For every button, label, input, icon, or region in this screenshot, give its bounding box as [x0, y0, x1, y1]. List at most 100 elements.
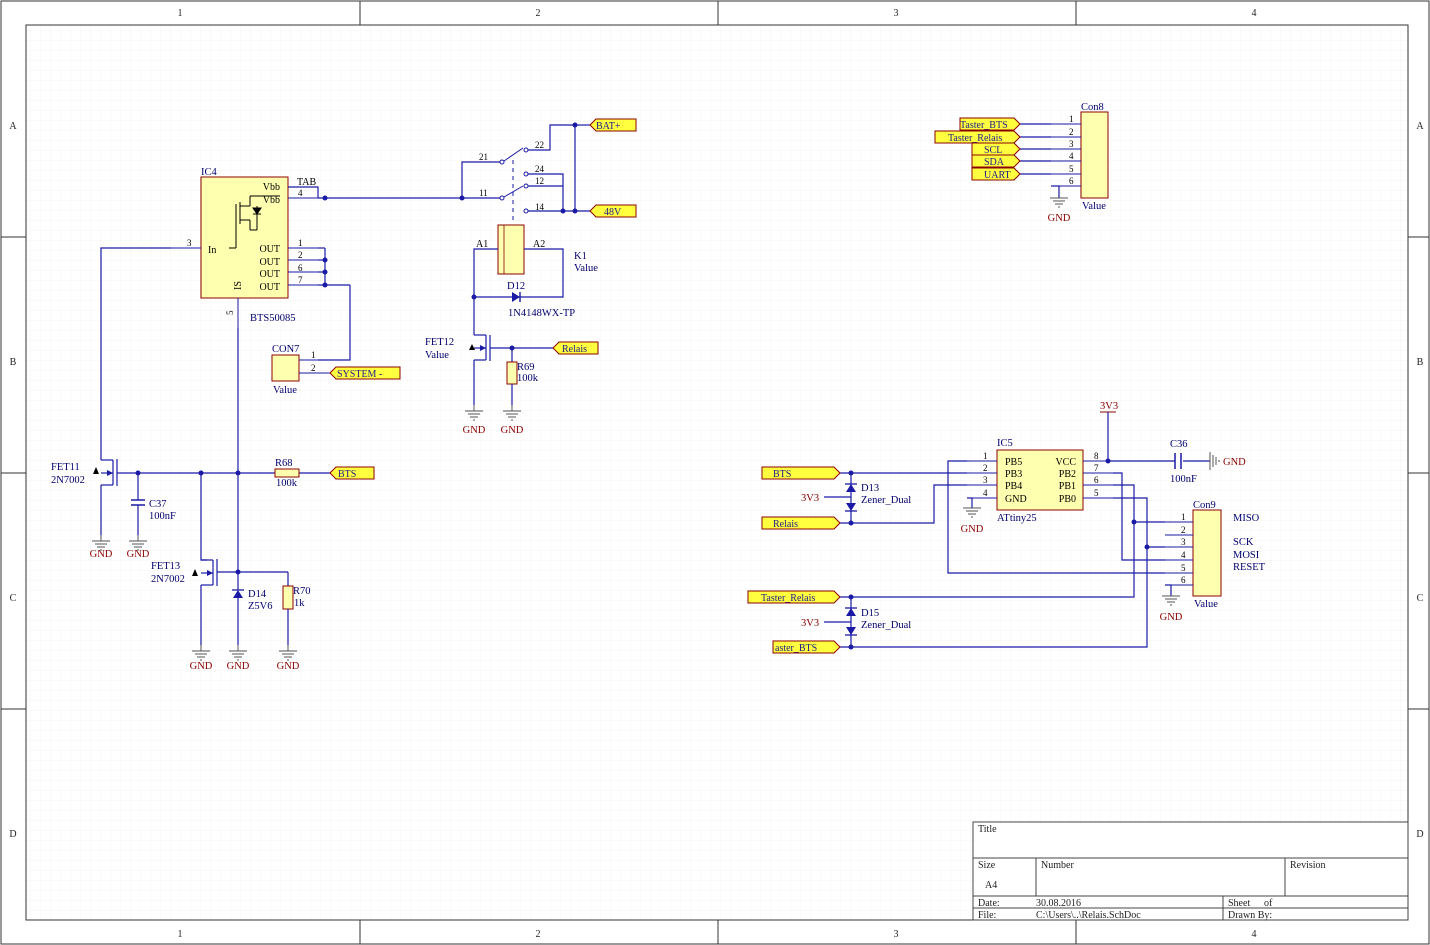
fet11-transistor[interactable]: FET11 2N7002 [51, 459, 138, 535]
port-bts-ic5-label: BTS [773, 469, 791, 480]
con9-pin-4: 4 [1181, 550, 1186, 560]
port-taster-bts-ic5-label: aster_BTS [775, 643, 817, 654]
c36-designator: C36 [1170, 439, 1188, 450]
con9-value: Value [1194, 599, 1218, 610]
zone-col-2-bottom: 2 [536, 929, 541, 940]
port-scl-label: SCL [984, 145, 1002, 156]
ic5-value: ATtiny25 [997, 513, 1037, 524]
port-taster-relais[interactable]: Taster_Relais [934, 130, 1021, 144]
con8-designator: Con8 [1081, 102, 1104, 113]
port-relais-label: Relais [562, 344, 587, 355]
k1-relay[interactable]: A1 A2 K1 Value 22 21 24 12 11 14 [476, 140, 598, 275]
fet12-transistor[interactable]: FET12 Value [425, 334, 575, 405]
k1-contact-11: 11 [479, 188, 488, 198]
r70-resistor[interactable]: R70 1k [282, 572, 311, 645]
fet13-designator: FET13 [151, 561, 180, 572]
port-taster-bts[interactable]: Taster_BTS [959, 117, 1021, 131]
r68-resistor[interactable]: R68 100k [274, 458, 300, 489]
ic4-pin-is: IS [233, 281, 244, 290]
r69-designator: R69 [517, 362, 535, 373]
con8-pin-4: 4 [1069, 151, 1074, 161]
d14-designator: D14 [248, 589, 267, 600]
port-taster-relais-ic5-label: Taster_Relais [761, 593, 815, 604]
zone-row-c-right: C [1417, 593, 1424, 604]
ic5-pin-pb0: PB0 [1059, 494, 1076, 505]
ic5-power-wires [1107, 412, 1210, 462]
port-taster-bts-label: Taster_BTS [960, 120, 1008, 131]
ic5-pin-pb1: PB1 [1059, 481, 1076, 492]
d15-zener-dual[interactable]: D15 Zener_Dual 3V3 [801, 597, 911, 647]
v33-power-symbol: 3V3 [1100, 401, 1118, 413]
zone-row-a-left: A [9, 121, 17, 132]
zone-col-1-top: 1 [178, 8, 183, 19]
ic5-pin-num-8: 8 [1094, 451, 1099, 461]
zone-row-c-left: C [10, 593, 17, 604]
con8-connector[interactable]: Con8 Value 1 2 3 4 5 6 [1051, 102, 1109, 212]
d13-designator: D13 [861, 483, 879, 494]
port-bts[interactable]: BTS [329, 466, 375, 480]
port-bat-plus[interactable]: BAT+ [589, 118, 637, 132]
ic5-pin-pb2: PB2 [1059, 469, 1076, 480]
c37-capacitor[interactable]: C37 100nF [131, 473, 176, 535]
ic5-pin-num-6: 6 [1094, 475, 1099, 485]
gnd-symbol-con9 [1162, 595, 1180, 606]
ic4-pin-out4: OUT [259, 282, 280, 293]
ic5-microcontroller[interactable]: IC5 ATtiny25 PB5 PB3 PB4 GND VCC PB2 PB1… [967, 438, 1113, 524]
port-taster-relais-ic5[interactable]: Taster_Relais [747, 590, 841, 604]
port-taster-bts-ic5[interactable]: aster_BTS [772, 640, 841, 654]
ic5-pin-pb5: PB5 [1005, 457, 1022, 468]
d15-value: Zener_Dual [861, 620, 911, 631]
gnd-symbols-left [92, 405, 521, 661]
d12-designator: D12 [507, 281, 525, 292]
port-sda[interactable]: SDA [971, 154, 1021, 168]
port-uart[interactable]: UART [971, 167, 1021, 181]
v33-label-d13: 3V3 [801, 493, 819, 504]
con7-pin-1: 1 [311, 350, 316, 360]
zone-row-b-left: B [10, 357, 17, 368]
con8-pin-2: 2 [1069, 127, 1074, 137]
port-48v[interactable]: 48V [589, 204, 637, 218]
port-relais-ic5[interactable]: Relais [761, 516, 841, 530]
zone-col-1-bottom: 1 [178, 929, 183, 940]
ic4-pin-num-4: 4 [298, 188, 303, 198]
port-bts-label: BTS [338, 469, 356, 480]
fet13-transistor[interactable]: FET13 2N7002 [151, 559, 288, 645]
port-bts-ic5[interactable]: BTS [761, 466, 841, 480]
d12-diode[interactable]: D12 1N4148WX-TP [507, 281, 575, 319]
sheet-of-label: of [1264, 898, 1273, 909]
gnd-label-fet11: GND [90, 549, 113, 560]
zone-col-4-bottom: 4 [1252, 929, 1257, 940]
r69-value: 100k [517, 373, 539, 384]
ic4-pin-num-2: 2 [298, 250, 303, 260]
ic4-pin-vbb1: Vbb [263, 182, 280, 193]
con8-value: Value [1082, 201, 1106, 212]
port-system-minus[interactable]: SYSTEM - [329, 366, 401, 380]
c36-capacitor[interactable]: C36 100nF [1170, 439, 1197, 485]
con7-value: Value [273, 385, 297, 396]
gnd-label-con9: GND [1160, 612, 1183, 623]
d13-zener-dual[interactable]: D13 Zener_Dual 3V3 [801, 473, 911, 523]
d14-zener[interactable]: D14 Z5V6 [232, 572, 273, 645]
con9-signal-reset: RESET [1233, 562, 1266, 573]
k1-contact-24: 24 [535, 164, 545, 174]
con7-designator: CON7 [272, 344, 299, 355]
title-label: Title [978, 824, 997, 835]
gnd-label-ic5: GND [961, 524, 984, 535]
zone-row-a-right: A [1416, 121, 1424, 132]
con8-pin-6: 6 [1069, 176, 1074, 186]
port-scl[interactable]: SCL [971, 142, 1021, 156]
port-relais[interactable]: Relais [552, 341, 599, 355]
r69-resistor[interactable]: R69 100k [506, 348, 539, 405]
gnd-label-d14: GND [227, 661, 250, 672]
fet11-designator: FET11 [51, 462, 80, 473]
zone-col-4-top: 4 [1252, 8, 1257, 19]
con9-pin-3: 3 [1181, 537, 1186, 547]
con9-connector[interactable]: Con9 Value 1 2 3 4 5 6 MISO SCK MOSI RES… [1165, 500, 1266, 610]
ic5-pin-gnd: GND [1005, 494, 1027, 505]
r70-value: 1k [294, 598, 305, 609]
con7-connector[interactable]: CON7 Value 1 2 [271, 344, 330, 396]
ic5-con9-wires [840, 460, 1165, 648]
ic5-gnd-wire [967, 497, 973, 508]
ic4-pin-tab: TAB [297, 177, 317, 188]
ic4-high-side-switch[interactable]: IC4 BTS50085 Vbb Vbb In OUT OUT OUT OUT … [171, 167, 318, 328]
